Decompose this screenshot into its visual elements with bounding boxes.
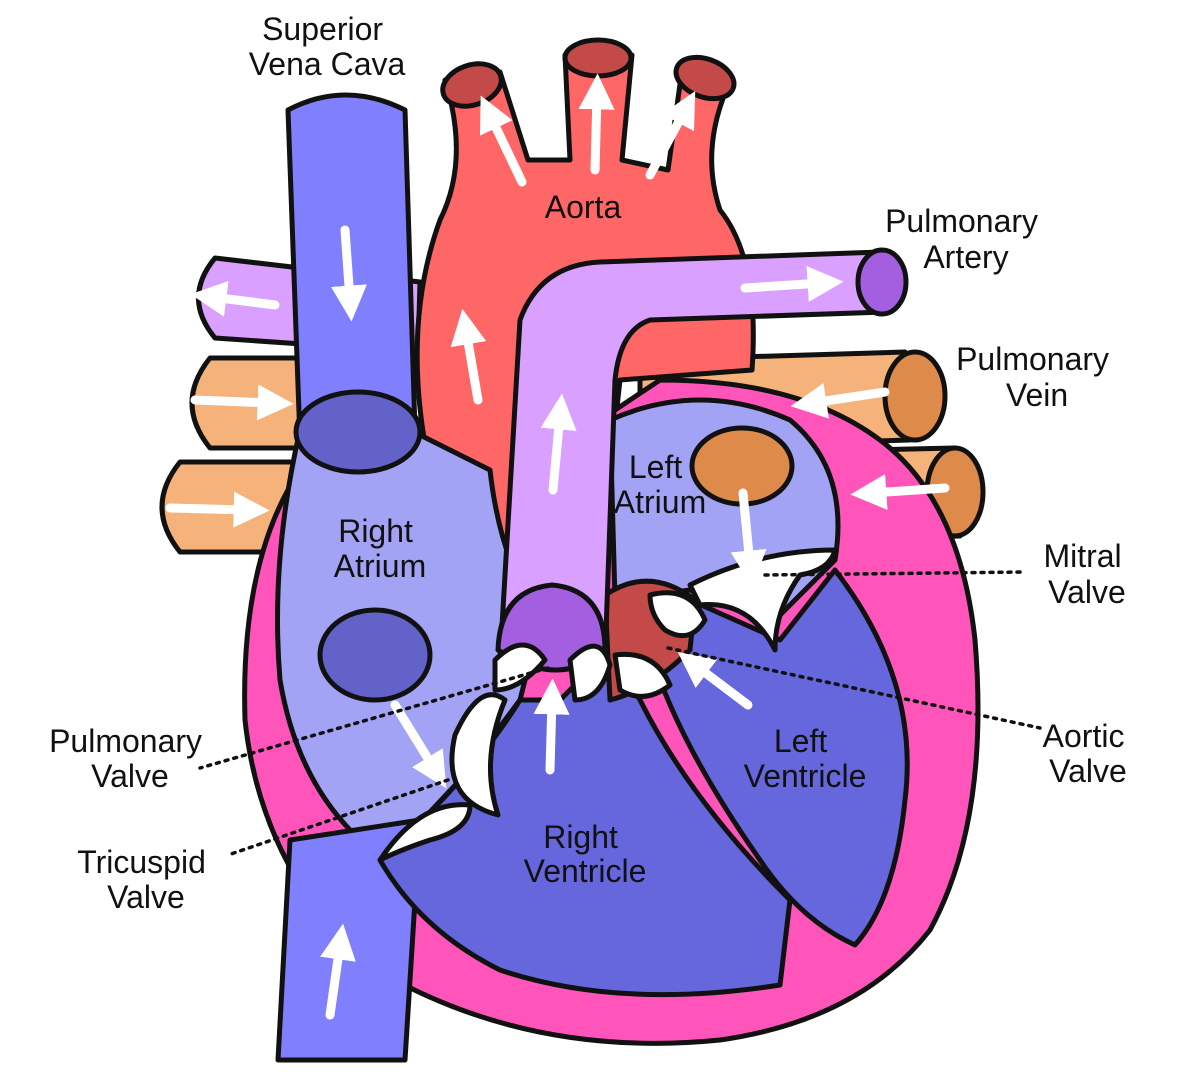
arrow-aorta-right xyxy=(645,90,696,180)
pulmonary-valve-flaps xyxy=(492,642,613,703)
label-superior-vena-cava: Superior Vena Cava xyxy=(249,11,406,82)
tricuspid-valve-flaps xyxy=(377,692,508,863)
arrow-aorta-middle xyxy=(578,73,615,175)
label-left-atrium: Left Atrium xyxy=(614,449,706,520)
arrow-pa-right xyxy=(740,265,844,302)
arrow-pa-left xyxy=(190,280,280,317)
arrow-pv-upper-left xyxy=(190,384,294,421)
label-aorta: Aorta xyxy=(545,189,622,225)
arrow-pv-upper-right xyxy=(790,383,890,419)
leader-pulmonary-valve xyxy=(198,666,550,770)
superior-vena-cava xyxy=(285,92,423,475)
label-tricuspid-valve: Tricuspid Valve xyxy=(77,844,215,915)
arrow-aorta-up xyxy=(450,308,487,405)
flow-arrows xyxy=(165,73,950,1020)
label-pulmonary-artery: Pulmonary Artery xyxy=(885,203,1047,275)
label-aortic-valve: Aortic Valve xyxy=(1043,718,1134,789)
label-left-ventricle: Left Ventricle xyxy=(744,723,867,794)
label-mitral-valve: Mitral Valve xyxy=(1043,538,1130,610)
label-right-atrium: Right Atrium xyxy=(334,513,426,584)
arrow-lv-to-aorta xyxy=(677,651,753,710)
leader-aortic-valve xyxy=(666,646,1042,730)
arrow-aorta-left xyxy=(479,95,527,187)
leader-lines xyxy=(198,570,1042,857)
label-pulmonary-valve: Pulmonary Valve xyxy=(49,723,211,794)
arrow-pv-lower-left xyxy=(165,491,270,528)
arrow-la-down xyxy=(730,488,767,587)
aortic-valve-flaps xyxy=(612,590,708,699)
leader-tricuspid-valve xyxy=(226,778,450,857)
leader-mitral-valve xyxy=(763,570,1027,577)
arrow-svc-down xyxy=(331,225,367,322)
arrow-pa-up xyxy=(540,393,577,495)
arrow-pv-lower-right xyxy=(850,474,950,510)
left-ventricle-chamber xyxy=(657,567,910,948)
label-pulmonary-vein: Pulmonary Vein xyxy=(956,341,1118,413)
labels: Superior Vena Cava Aorta Pulmonary Arter… xyxy=(49,11,1134,915)
arrow-rv-up xyxy=(533,678,570,775)
label-right-ventricle: Right Ventricle xyxy=(524,819,647,889)
arrow-ra-to-rv xyxy=(390,700,447,789)
arrow-ivc-up xyxy=(320,923,356,1020)
